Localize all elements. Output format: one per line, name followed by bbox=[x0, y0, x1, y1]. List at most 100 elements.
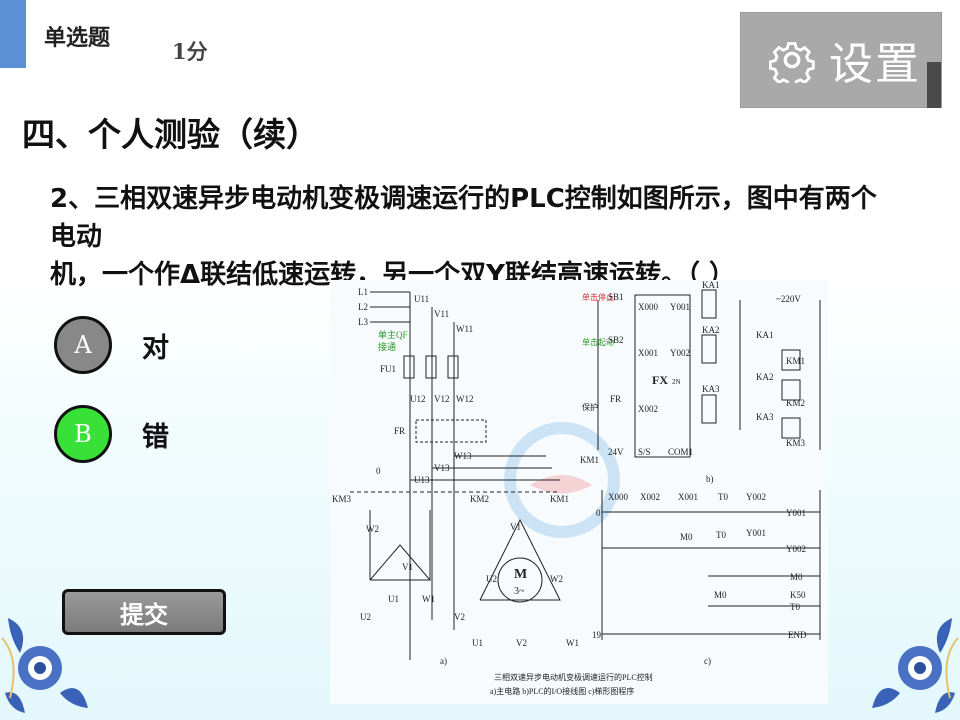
motor-sub: 3~ bbox=[514, 586, 525, 597]
winding-right-u1: U1 bbox=[472, 638, 483, 648]
corner-ornament-left bbox=[1, 618, 88, 713]
sub-label-c: c) bbox=[704, 656, 711, 666]
qf-label-2: 接通 bbox=[378, 341, 396, 352]
ladder-contact-x001: X001 bbox=[678, 492, 698, 502]
ladder-contact-y001: Y001 bbox=[746, 528, 766, 538]
contactor-km1: KM1 bbox=[550, 494, 569, 504]
terminal-w12: W12 bbox=[456, 394, 474, 404]
relay-contact-ka3: KA3 bbox=[756, 412, 774, 422]
ladder-contact-m0-2: M0 bbox=[714, 590, 727, 600]
plc-name: FX bbox=[652, 373, 668, 387]
sub-label-a: a) bbox=[440, 656, 447, 666]
ladder-coil-m0: M0 bbox=[790, 572, 803, 582]
plc-output-y002: Y002 bbox=[670, 348, 690, 358]
header-accent-bar bbox=[0, 0, 26, 68]
contactor-km3: KM3 bbox=[332, 494, 352, 504]
terminal-w11: W11 bbox=[456, 324, 473, 334]
circuit-figure: L1 L2 L3 单主QF 接通 U11 V11 W11 FU1 U12 V12… bbox=[330, 280, 828, 704]
option-a[interactable]: A 对 bbox=[54, 316, 169, 374]
coil-km3: KM3 bbox=[786, 438, 806, 448]
settings-label: 设置 bbox=[829, 39, 921, 90]
corner-ornament-right bbox=[872, 618, 959, 713]
option-b-radio[interactable]: B bbox=[54, 405, 112, 463]
option-b-text: 错 bbox=[142, 421, 169, 453]
winding-right-w2: W2 bbox=[550, 574, 563, 584]
relay-ka1: KA1 bbox=[702, 280, 720, 290]
plc-input-x000: X000 bbox=[638, 302, 658, 312]
relay-ka2: KA2 bbox=[702, 325, 720, 335]
km-side-label: KM1 bbox=[580, 455, 599, 465]
winding-left-u1: U1 bbox=[388, 594, 399, 604]
ladder-coil-y001: Y001 bbox=[786, 508, 806, 518]
contactor-km2: KM2 bbox=[470, 494, 489, 504]
section-title: 四、个人测验（续） bbox=[22, 115, 319, 154]
plc-sub: 2N bbox=[672, 378, 681, 386]
ladder-param-k50: K50 bbox=[790, 590, 806, 600]
gear-icon bbox=[769, 42, 815, 83]
winding-left-v2: V2 bbox=[454, 612, 465, 622]
question-score: 1分 bbox=[172, 39, 208, 64]
option-b[interactable]: B 错 bbox=[54, 405, 169, 463]
ladder-contact-t0: T0 bbox=[718, 492, 728, 502]
coil-km2: KM2 bbox=[786, 398, 805, 408]
ladder-rung-0: 0 bbox=[596, 508, 601, 518]
button-note-start: 单击起动 bbox=[582, 337, 614, 347]
terminal-u12: U12 bbox=[410, 394, 426, 404]
figure-caption-2: a)主电路 b)PLC的I/O接线图 c)梯形图程序 bbox=[490, 686, 634, 696]
fr-label: FR bbox=[394, 426, 405, 436]
terminal-u11: U11 bbox=[414, 294, 429, 304]
ladder-coil-t0: T0 bbox=[790, 602, 800, 612]
terminal-v12: V12 bbox=[434, 394, 450, 404]
option-a-radio[interactable]: A bbox=[54, 316, 112, 374]
qf-label: 单主QF bbox=[378, 329, 408, 340]
line-label-l2: L2 bbox=[358, 302, 368, 312]
winding-left-u2: U2 bbox=[360, 612, 371, 622]
relay-contact-ka2: KA2 bbox=[756, 372, 774, 382]
button-sb1: SB1 bbox=[608, 292, 624, 302]
winding-right-v1: V1 bbox=[510, 522, 521, 532]
winding-left-v1: V1 bbox=[402, 562, 413, 572]
ladder-contact-x002: X002 bbox=[640, 492, 660, 502]
plc-bottom-com1: COM1 bbox=[668, 447, 693, 457]
plc-bottom-ss: S/S bbox=[638, 447, 651, 457]
line-label-l3: L3 bbox=[358, 317, 368, 327]
plc-output-y001: Y001 bbox=[670, 302, 690, 312]
ladder-contact-t0-2: T0 bbox=[716, 530, 726, 540]
settings-shadow bbox=[927, 62, 941, 108]
terminal-w13: W13 bbox=[454, 451, 472, 461]
ladder-rung-19: 19 bbox=[592, 630, 602, 640]
winding-right-u2: U2 bbox=[486, 574, 497, 584]
button-fr: FR bbox=[610, 394, 621, 404]
question-type-label: 单选题 bbox=[44, 26, 111, 51]
motor-label: M bbox=[514, 567, 527, 582]
terminal-v11: V11 bbox=[434, 309, 449, 319]
terminal-u13: U13 bbox=[414, 475, 430, 485]
winding-left-w1: W1 bbox=[422, 594, 435, 604]
option-a-text: 对 bbox=[142, 332, 169, 364]
winding-left-w2: W2 bbox=[366, 524, 379, 534]
relay-contact-ka1: KA1 bbox=[756, 330, 774, 340]
ladder-contact-m0: M0 bbox=[680, 532, 693, 542]
sub-label-b: b) bbox=[706, 474, 714, 484]
ladder-coil-end: END bbox=[788, 630, 807, 640]
plc-input-x001: X001 bbox=[638, 348, 658, 358]
figure-caption-1: 三相双速异步电动机变极调速运行的PLC控制 bbox=[494, 672, 653, 682]
plc-bottom-24v: 24V bbox=[608, 447, 624, 457]
coil-km1: KM1 bbox=[786, 356, 805, 366]
button-note-stop: 单击停止 bbox=[582, 292, 614, 302]
ladder-contact-y002: Y002 bbox=[746, 492, 766, 502]
ladder-coil-y002: Y002 bbox=[786, 544, 806, 554]
question-text: 2、三相双速异步电动机变极调速运行的PLC控制如图所示，图中有两个电动 机，一个… bbox=[50, 180, 880, 294]
submit-button[interactable]: 提交 bbox=[62, 589, 226, 635]
voltage-label: ~220V bbox=[776, 294, 801, 304]
button-sb2: SB2 bbox=[608, 335, 624, 345]
ladder-contact-x000: X000 bbox=[608, 492, 628, 502]
settings-button[interactable]: 设置 bbox=[740, 12, 942, 108]
line-label-l1: L1 bbox=[358, 287, 368, 297]
terminal-v13: V13 bbox=[434, 463, 450, 473]
fuse-label: FU1 bbox=[380, 364, 396, 374]
winding-right-v2: V2 bbox=[516, 638, 527, 648]
relay-ka3: KA3 bbox=[702, 384, 720, 394]
question-line-1: 2、三相双速异步电动机变极调速运行的PLC控制如图所示，图中有两个电动 bbox=[50, 184, 877, 252]
winding-right-w1: W1 bbox=[566, 638, 579, 648]
